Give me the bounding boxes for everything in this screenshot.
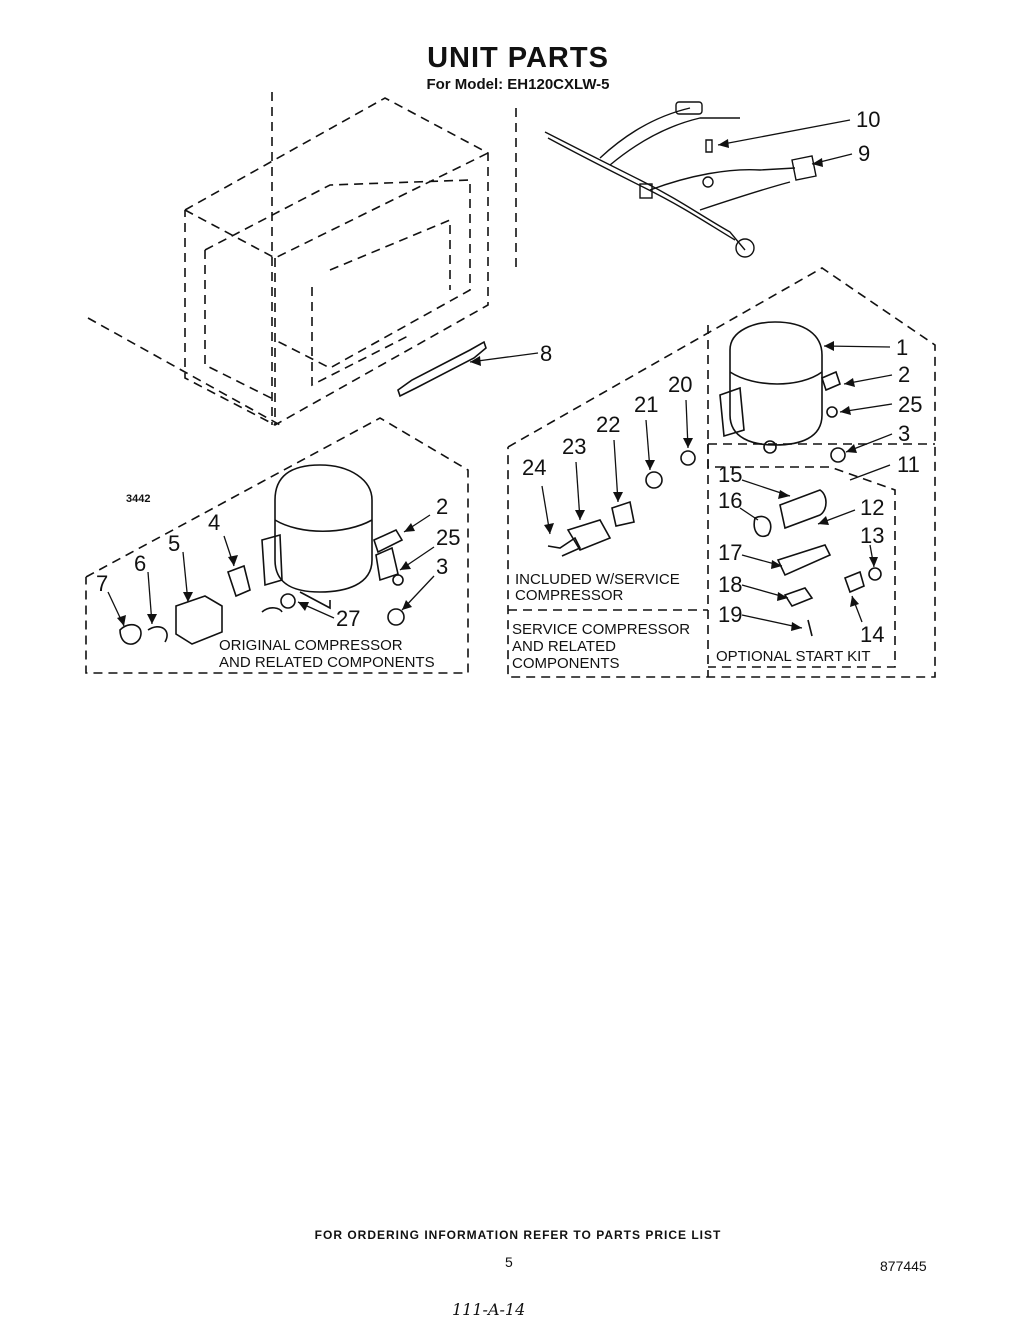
callout: 15 [718,462,742,487]
callout: 7 [96,571,108,596]
start-kit-label: OPTIONAL START KIT [716,648,870,665]
callout: 3 [898,421,910,446]
callout: 5 [168,531,180,556]
callout: 9 [858,141,870,166]
reference-code: 3442 [126,493,150,505]
original-group-label: ORIGINAL COMPRESSOR [219,637,403,654]
service-group-outline [507,267,936,678]
arrowheads [117,139,878,631]
callout: 18 [718,572,742,597]
callout: 21 [634,392,658,417]
callout: 24 [522,455,546,480]
leader-lines [107,119,893,629]
original-compressor-sketch [119,464,405,645]
callout: 3 [436,554,448,579]
callout: 4 [208,510,220,535]
drier-part [397,340,487,398]
document-number: 877445 [880,1258,927,1274]
callout: 17 [718,540,742,565]
service-group-label: COMPONENTS [512,655,620,672]
callout: 11 [897,452,920,477]
page-title: UNIT PARTS [427,42,609,74]
callout: 2 [436,494,448,519]
service-group-dividers [508,325,935,677]
callout: 19 [718,602,742,627]
model-subtitle: For Model: EH120CXLW-5 [426,76,610,93]
callout: 2 [898,362,910,387]
service-group-label: AND RELATED [512,638,616,655]
cabinet-outline [87,92,517,426]
callout: 16 [718,488,742,513]
service-group-label: SERVICE COMPRESSOR [512,621,690,638]
callout: 10 [856,107,880,132]
handwritten-note: 111-A-14 [452,1300,526,1319]
callout: 12 [860,495,884,520]
callout: 23 [562,434,586,459]
original-group-label: AND RELATED COMPONENTS [219,654,435,671]
callout: 27 [336,606,360,631]
callout: 1 [896,335,908,360]
group-labels: ORIGINAL COMPRESSOR AND RELATED COMPONEN… [219,571,870,672]
ordering-note: FOR ORDERING INFORMATION REFER TO PARTS … [314,1228,722,1242]
included-group-label: COMPRESSOR [515,587,624,604]
callout: 8 [540,341,552,366]
callout: 25 [436,525,460,550]
callout: 14 [860,622,884,647]
callout: 20 [668,372,692,397]
callout: 6 [134,551,146,576]
included-group-label: INCLUDED W/SERVICE [515,571,680,588]
wiring-harness [544,101,817,258]
callout: 22 [596,412,620,437]
callout: 13 [860,523,884,548]
page-number: 5 [505,1254,513,1270]
callout: 25 [898,392,922,417]
original-group-outline [85,417,469,674]
callout-numbers: 10 9 8 1 2 25 3 11 15 12 16 13 17 18 14 … [96,107,922,647]
service-compressor-sketch [547,321,882,637]
